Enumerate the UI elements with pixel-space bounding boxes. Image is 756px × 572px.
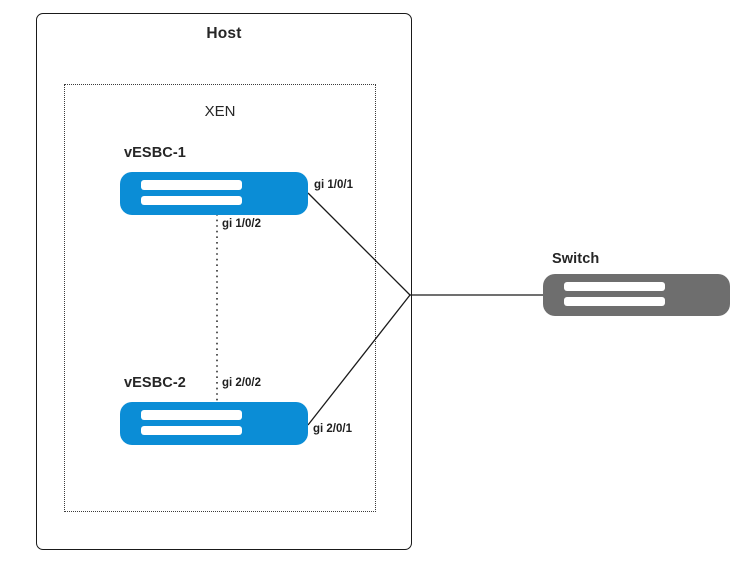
vesbc1-slot-lower <box>140 195 243 206</box>
switch-slot-upper <box>563 281 665 292</box>
node-vesbc1[interactable] <box>120 172 308 215</box>
port-label-gi-2-0-1: gi 2/0/1 <box>313 423 352 435</box>
xen-container <box>64 84 376 512</box>
xen-label: XEN <box>204 103 236 120</box>
vesbc1-slot-upper <box>140 180 243 190</box>
vesbc2-slot-lower <box>140 425 243 436</box>
port-label-gi-1-0-1: gi 1/0/1 <box>314 179 353 191</box>
node-switch[interactable] <box>543 274 730 316</box>
switch-label: Switch <box>552 251 600 267</box>
port-label-gi-2-0-2: gi 2/0/2 <box>222 377 261 389</box>
switch-slot-lower <box>563 297 665 307</box>
vesbc2-label: vESBC-2 <box>124 375 186 391</box>
vesbc1-label: vESBC-1 <box>124 145 186 161</box>
host-label: Host <box>206 25 242 42</box>
vesbc2-slot-upper <box>140 410 243 420</box>
port-label-gi-1-0-2: gi 1/0/2 <box>222 218 261 230</box>
node-vesbc2[interactable] <box>120 402 308 445</box>
host-container <box>36 13 412 550</box>
